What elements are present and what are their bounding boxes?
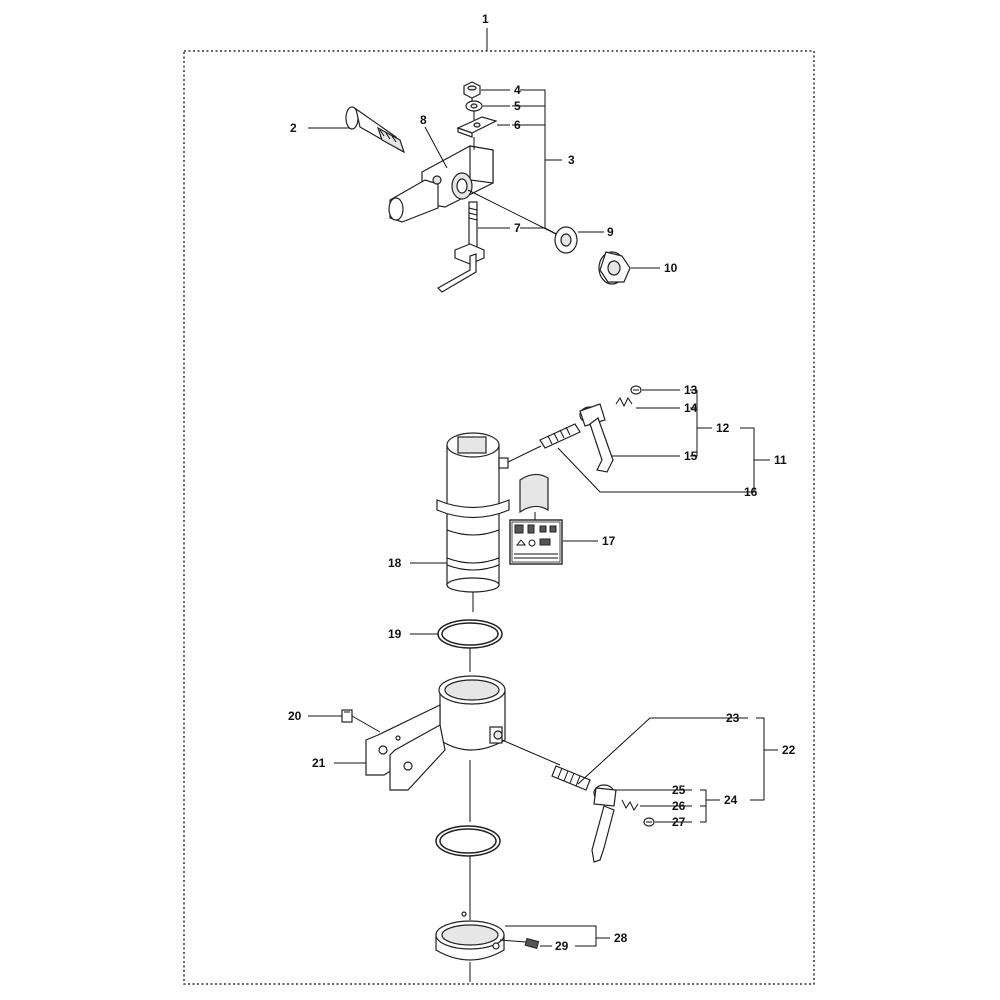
bracket-12: [690, 389, 698, 457]
part-13-screw: [630, 385, 642, 395]
callout-29: 29: [555, 939, 569, 953]
callout-10: 10: [664, 261, 678, 275]
part-8-clamp-block: [388, 145, 494, 223]
axis-lower-stud: [501, 739, 561, 766]
callout-14: 14: [684, 401, 698, 415]
part-7-l-bolt: [437, 201, 485, 293]
part-20-screw: [341, 709, 353, 723]
callout-23: 23: [726, 711, 740, 725]
callout-12: 12: [716, 421, 730, 435]
bracket-22: [750, 717, 765, 801]
axis-horizontal: [467, 189, 569, 241]
callout-25: 25: [672, 783, 686, 797]
callout-26: 26: [672, 799, 686, 813]
callout-27: 27: [672, 815, 686, 829]
callout-6: 6: [514, 118, 521, 132]
leader-16: [557, 447, 740, 493]
callout-28: 28: [614, 931, 628, 945]
part-26-spring: [621, 799, 639, 811]
callout-13: 13: [684, 383, 698, 397]
callout-8: 8: [420, 113, 427, 127]
part-19-o-ring: [437, 619, 503, 649]
callout-24: 24: [724, 793, 738, 807]
part-5-washer: [465, 100, 483, 112]
part-17-decal: [509, 473, 563, 565]
callout-22: 22: [782, 743, 796, 757]
part-6-plate: [456, 116, 498, 138]
callout-17: 17: [602, 534, 616, 548]
leader-23: [577, 717, 748, 785]
part-4-nut: [463, 81, 481, 99]
part-21-bracket-arm: [365, 675, 506, 791]
bracket-11: [740, 427, 755, 493]
axis-set-screw: [499, 939, 527, 943]
part-25-lever: [591, 784, 617, 863]
part-14-spring: [615, 397, 633, 408]
callout-19: 19: [388, 627, 402, 641]
callout-18: 18: [388, 556, 402, 570]
callout-11: 11: [774, 453, 787, 467]
part-15-lever: [579, 403, 614, 473]
callout-4: 4: [514, 83, 521, 97]
callout-21: 21: [312, 756, 326, 770]
callout-20: 20: [288, 709, 302, 723]
assembly-frame: [183, 50, 815, 985]
callout-9: 9: [607, 225, 614, 239]
part-23-stud: [551, 765, 591, 791]
axis-stud: [507, 445, 542, 463]
lower-o-ring: [435, 825, 501, 857]
part-10-flange-nut: [598, 251, 631, 285]
axis-screw-20: [351, 715, 381, 733]
callout-1: 1: [482, 12, 489, 26]
callout-3: 3: [568, 153, 575, 167]
part-2-bolt: [345, 106, 406, 154]
leader-8: [424, 126, 448, 169]
callout-7: 7: [514, 221, 521, 235]
part-27-screw: [643, 817, 655, 827]
part-9-washer: [554, 226, 578, 254]
part-16-stud: [539, 423, 581, 449]
callout-15: 15: [684, 449, 698, 463]
bracket-3: [520, 89, 546, 229]
bracket-28: [505, 925, 597, 947]
callout-2: 2: [290, 121, 297, 135]
callout-16: 16: [744, 485, 758, 499]
callout-5: 5: [514, 99, 521, 113]
part-18-column: [436, 432, 510, 593]
part-28-collar: [435, 911, 505, 961]
part-29-set-screw: [524, 937, 540, 950]
